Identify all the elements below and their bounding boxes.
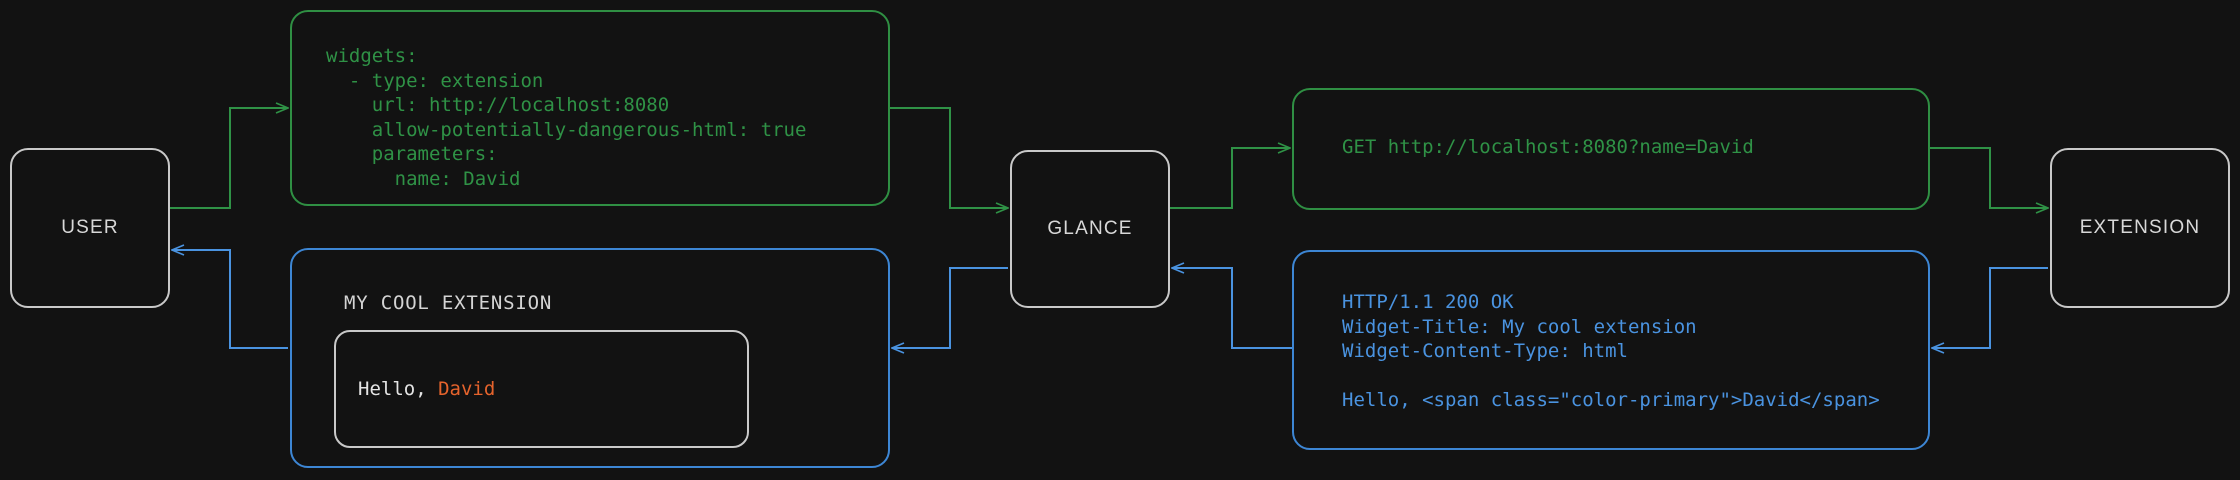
node-user[interactable]: USER (10, 148, 170, 308)
widget-title: MY COOL EXTENSION (344, 292, 553, 314)
arrow-config-to-glance (890, 107, 1008, 208)
panel-http-response: HTTP/1.1 200 OK Widget-Title: My cool ex… (1292, 250, 1930, 450)
arrow-request-to-extension (1930, 147, 2048, 208)
widget-greeting-prefix: Hello, (358, 378, 439, 400)
http-request-code: GET http://localhost:8080?name=David (1342, 136, 1754, 158)
arrow-glance-to-widget (892, 267, 1008, 348)
panel-yaml-config: widgets: - type: extension url: http://l… (290, 10, 890, 206)
node-extension-label: EXTENSION (2079, 217, 2201, 238)
panel-rendered-widget: MY COOL EXTENSION Hello, David (290, 248, 890, 468)
yaml-config-code: widgets: - type: extension url: http://l… (326, 45, 807, 190)
widget-content-card: Hello, David (334, 330, 749, 448)
widget-greeting-text: Hello, David (358, 378, 495, 400)
arrow-glance-to-request (1170, 148, 1290, 209)
http-response-code: HTTP/1.1 200 OK Widget-Title: My cool ex… (1342, 291, 1880, 411)
arrow-response-to-glance (1172, 268, 1292, 349)
widget-greeting-name: David (438, 378, 496, 400)
node-user-label: USER (61, 217, 119, 238)
arrow-widget-to-user (172, 250, 288, 349)
node-extension[interactable]: EXTENSION (2050, 148, 2230, 308)
arrow-extension-to-response (1932, 267, 2048, 348)
node-glance[interactable]: GLANCE (1010, 150, 1170, 308)
panel-http-request: GET http://localhost:8080?name=David (1292, 88, 1930, 210)
arrow-user-to-config (170, 108, 288, 209)
node-glance-label: GLANCE (1047, 218, 1133, 239)
